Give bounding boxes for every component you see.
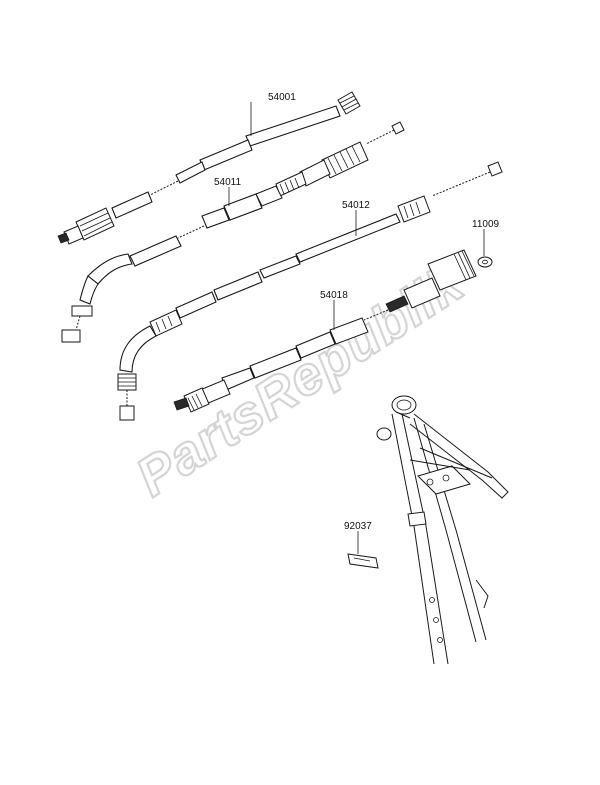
leader-lines [228, 102, 485, 554]
frame-section [376, 395, 509, 665]
cable-54011[interactable] [61, 121, 405, 343]
part-label-92037: 92037 [344, 521, 372, 532]
cable-54018[interactable] [173, 249, 477, 413]
clamp-92037[interactable] [347, 553, 379, 569]
part-label-54001: 54001 [268, 92, 296, 103]
cable-54001[interactable] [57, 91, 361, 245]
part-label-54018: 54018 [320, 290, 348, 301]
part-label-54012: 54012 [342, 200, 370, 211]
part-label-11009: 11009 [472, 219, 500, 230]
cable-54012[interactable] [117, 161, 503, 421]
part-label-54011: 54011 [214, 177, 242, 188]
washer-11009[interactable] [477, 256, 493, 268]
